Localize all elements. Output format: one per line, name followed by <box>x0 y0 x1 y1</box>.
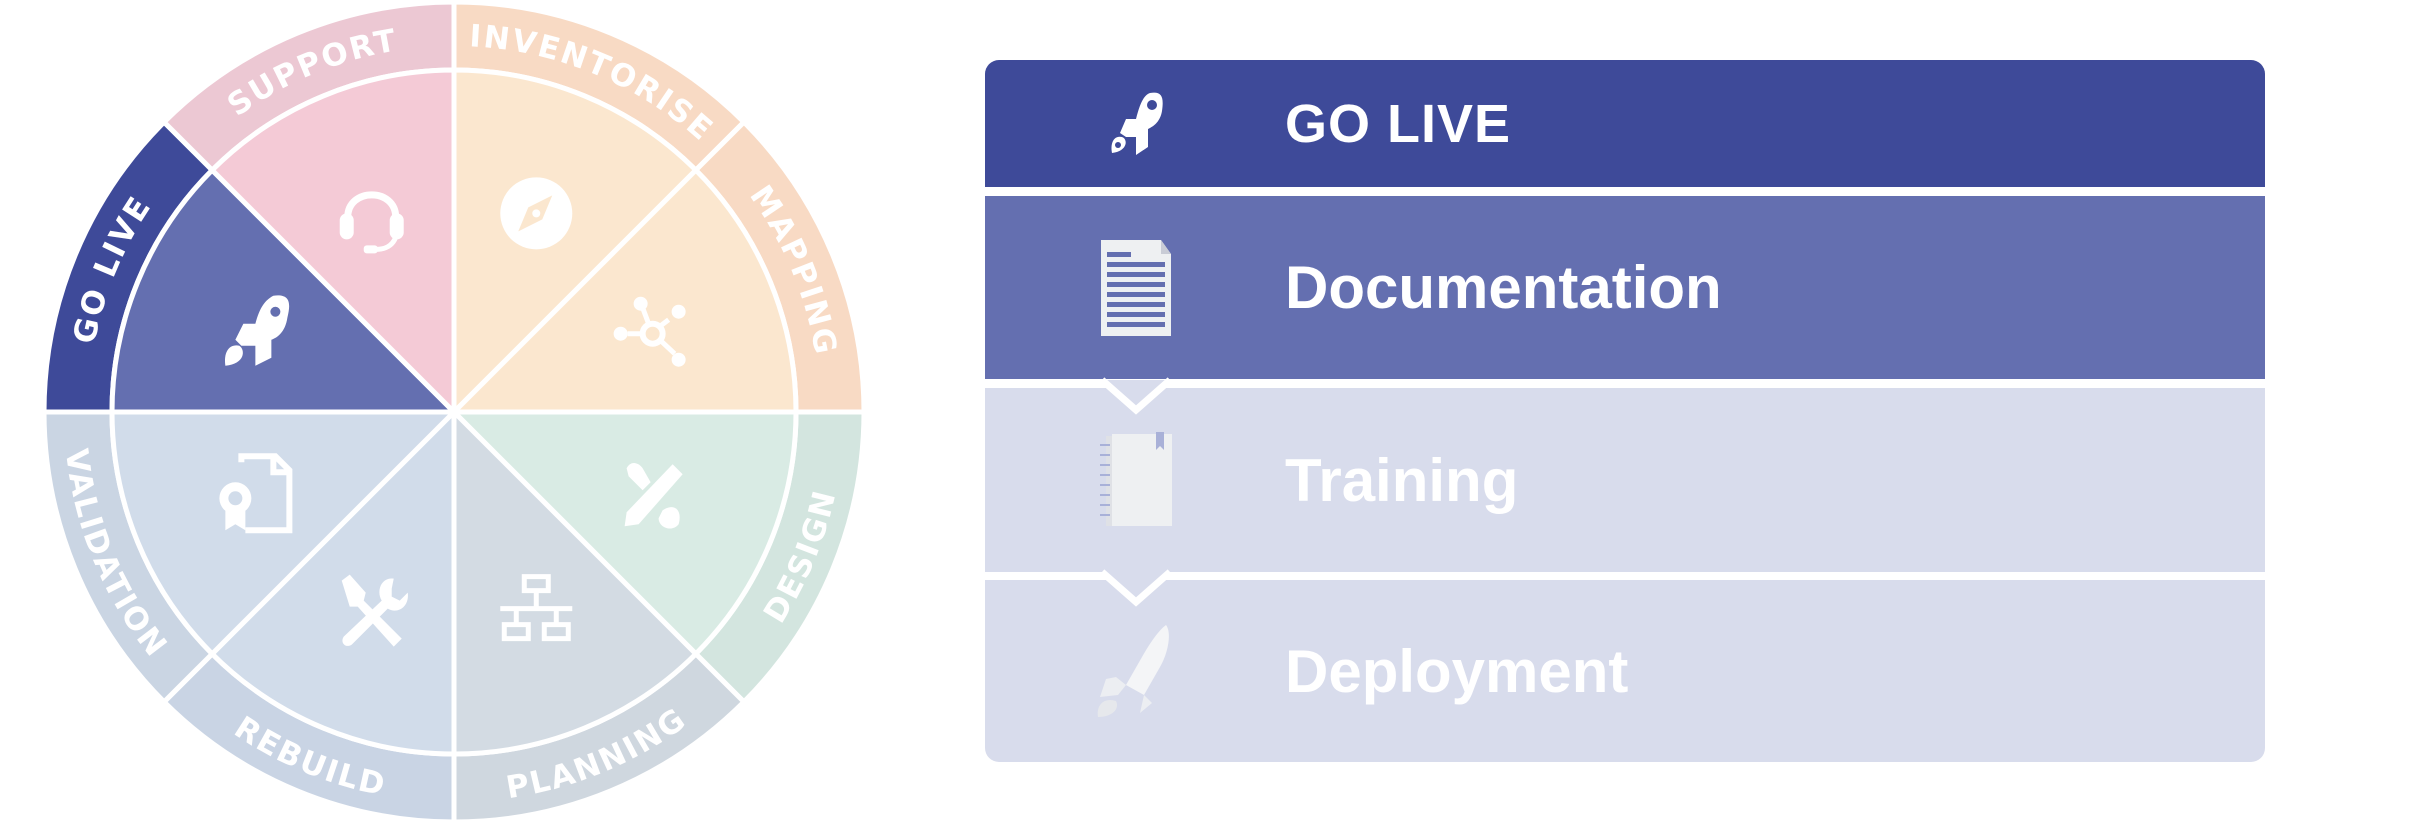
step-label: Documentation <box>1285 254 1722 321</box>
wheel-inner-segment-go-live <box>109 166 461 415</box>
compass-icon <box>500 177 573 250</box>
step-training[interactable]: Training <box>985 388 2265 572</box>
wheel-inner-segment-rebuild <box>208 405 457 757</box>
step-deployment[interactable]: Deployment <box>985 580 2265 762</box>
step-documentation[interactable]: Documentation <box>985 196 2265 379</box>
sitemap-icon <box>500 574 573 642</box>
certificate-icon <box>219 453 293 534</box>
step-connector-arrow <box>1099 377 1173 415</box>
rocket-icon <box>224 295 290 366</box>
go-live-steps-panel: GO LIVE Documentation Training Deploymen… <box>985 60 2265 762</box>
go-live-title: GO LIVE <box>1285 93 1512 154</box>
step-label: Deployment <box>1285 637 1629 705</box>
go-live-header: GO LIVE <box>985 60 2265 187</box>
headset-icon <box>339 191 404 254</box>
wheel-inner-segment-mapping <box>447 166 799 415</box>
document-icon <box>1096 238 1176 338</box>
wheel-inner-segment-design <box>447 409 799 658</box>
step-label: Training <box>1285 446 1519 514</box>
wheel-inner-segment-support <box>208 67 457 419</box>
network-nodes-icon <box>613 296 686 367</box>
tools-icon <box>341 574 408 647</box>
rocket-icon <box>1096 74 1176 174</box>
rocket-icon <box>1096 621 1176 721</box>
notebook-icon <box>1096 430 1176 530</box>
wheel-inner-segment-planning <box>451 405 700 757</box>
step-connector-arrow <box>1099 569 1173 607</box>
wheel-inner-segment-inventorise <box>451 67 700 419</box>
pencil-ruler-icon <box>624 463 683 529</box>
